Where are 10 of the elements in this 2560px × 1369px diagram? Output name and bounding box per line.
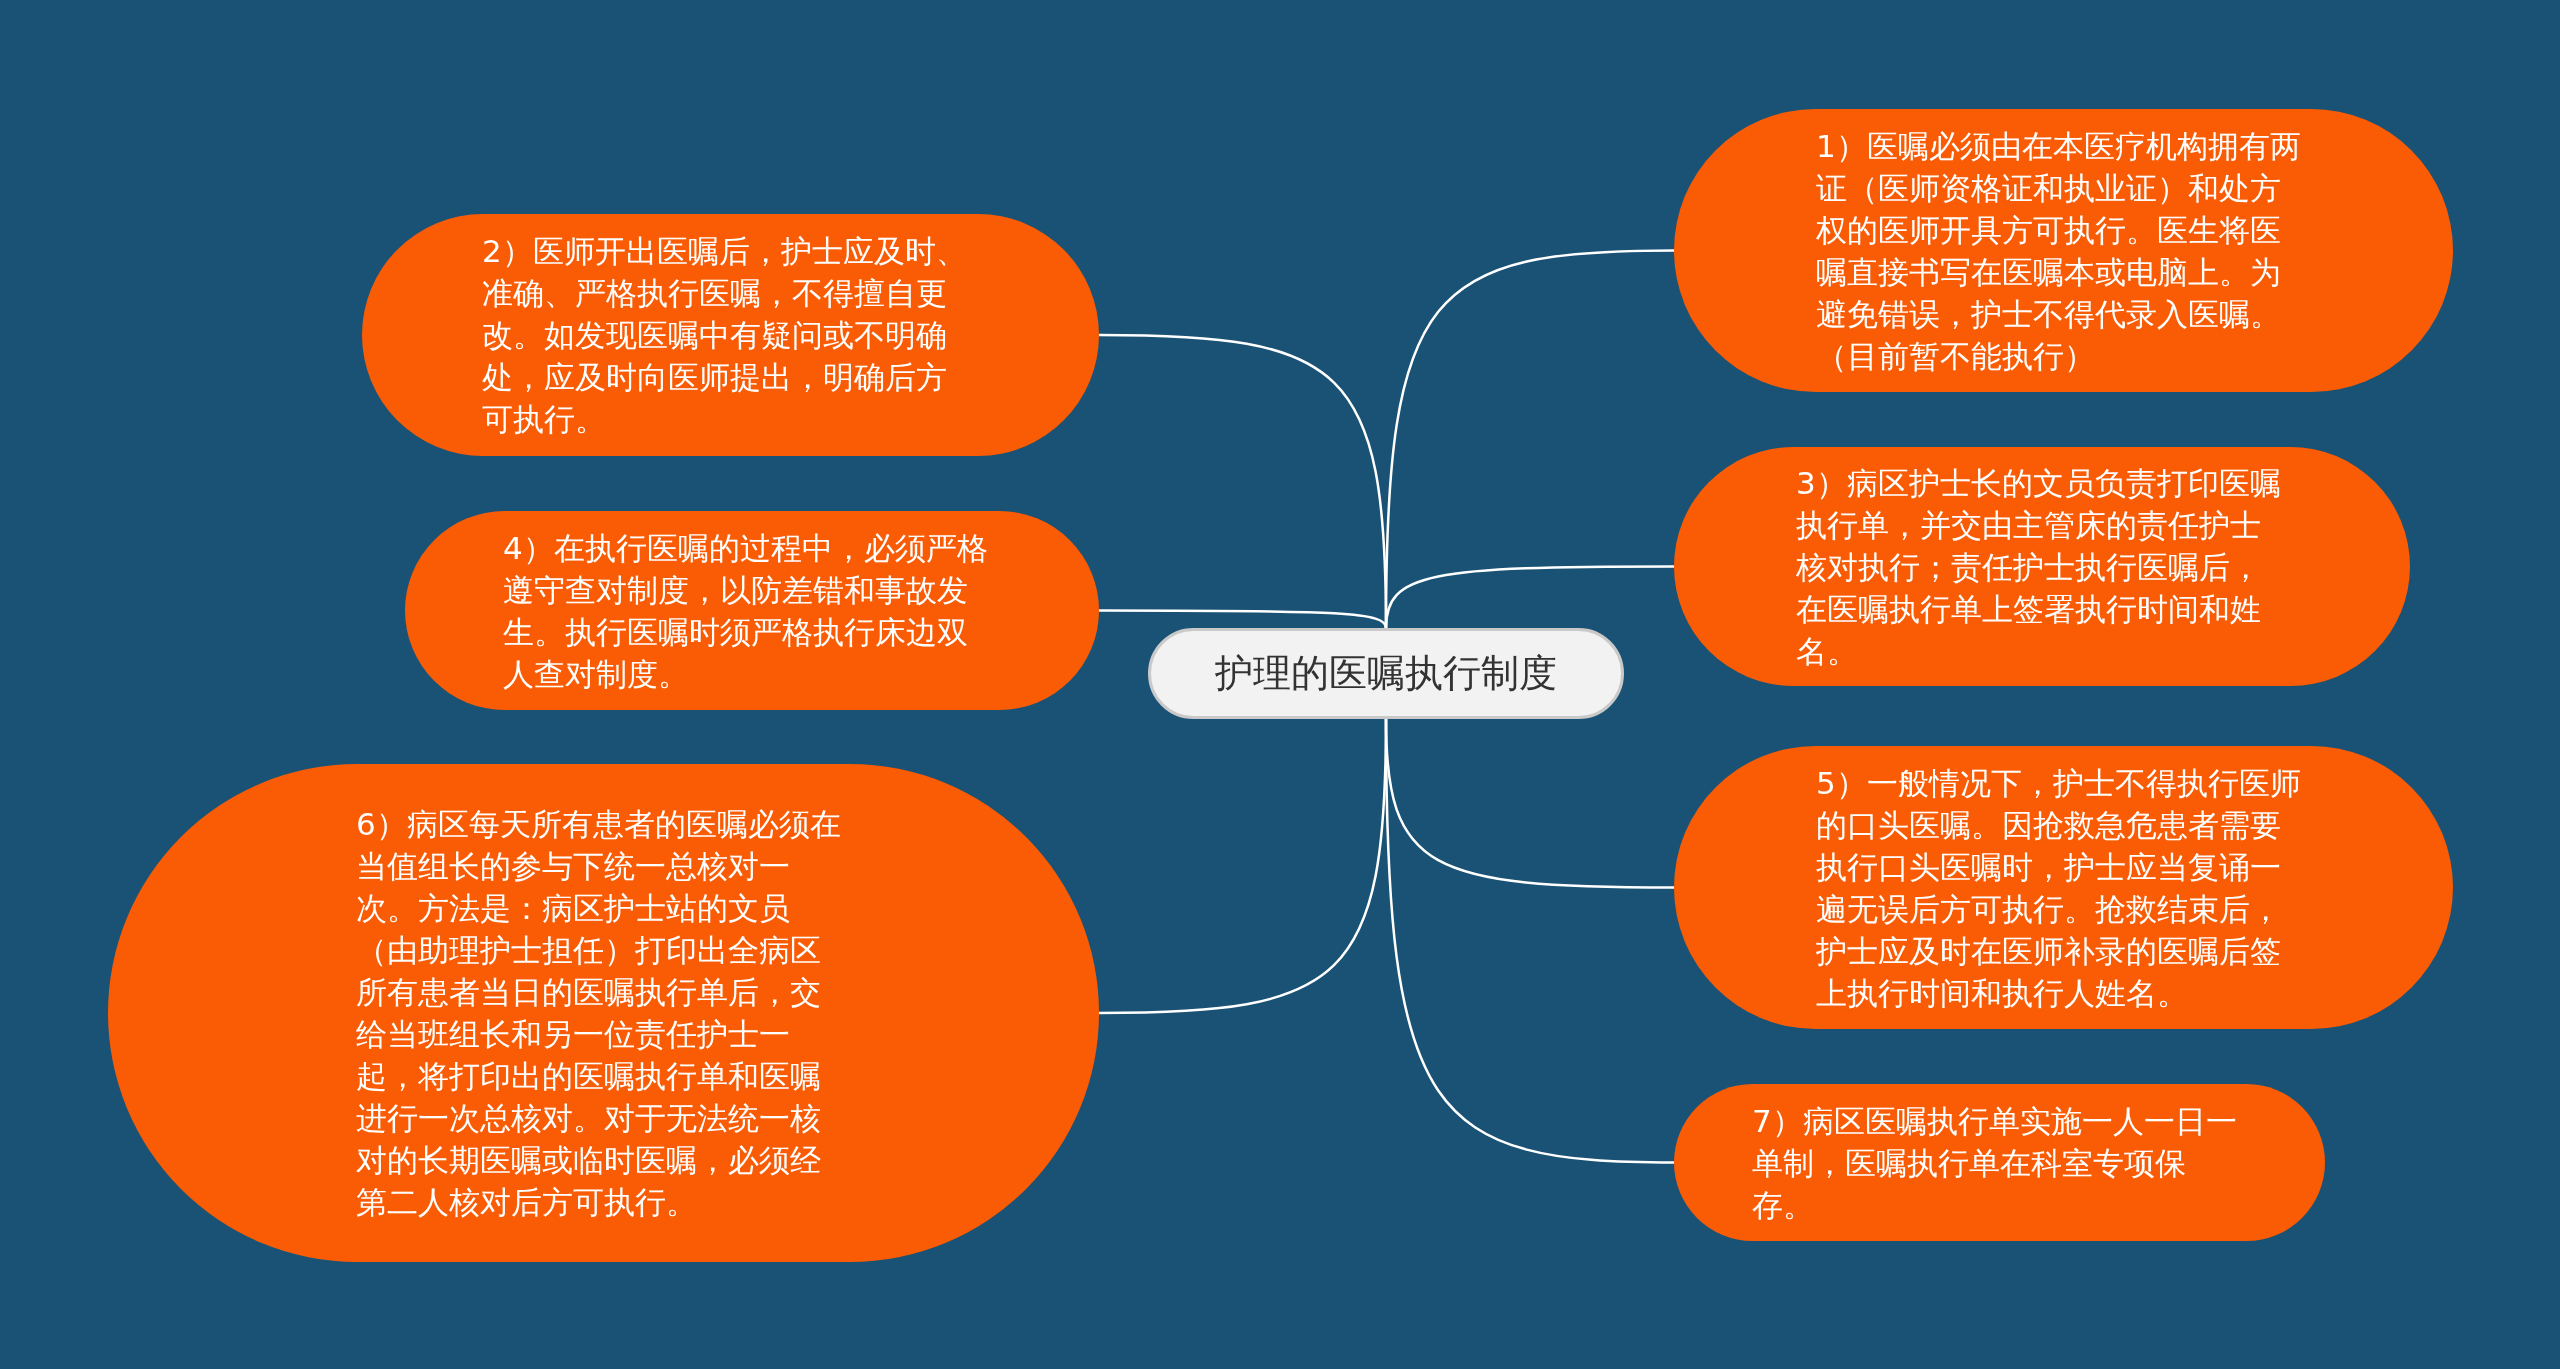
connector-line — [1099, 609, 1388, 629]
connector-line — [1384, 719, 1675, 1164]
central-topic-text: 护理的医嘱执行制度 — [1215, 650, 1557, 697]
topic-text: 3）病区护士长的文员负责打印医嘱执行单，并交由主管床的责任护士核对执行；责任护士执行医嘱后，在医嘱执行单上签署执行时间和姓名。 — [1796, 463, 2282, 671]
topic-text: 5）一般情况下，护士不得执行医师的口头医嘱。因抢救急危患者需要执行口头医嘱时，护士应当复诵一遍无误后方可执行。抢救结束后，护士应及时在医师补录的医嘱后签上执行时间和执行人姓名。 — [1816, 763, 2302, 1013]
topic-text: 4）在执行医嘱的过程中，必须严格遵守查对制度，以防差错和事故发生。执行医嘱时须严格执行床边双人查对制度。 — [503, 528, 989, 694]
topic-text: 2）医师开出医嘱后，护士应及时、准确、严格执行医嘱，不得擅自更改。如发现医嘱中有疑问或不明确处，应及时向医师提出，明确后方可执行。 — [482, 232, 968, 439]
topic-text: 7）病区医嘱执行单实施一人一日一单制，医嘱执行单在科室专项保存。 — [1752, 1101, 2238, 1225]
topic-text: 1）医嘱必须由在本医疗机构拥有两证（医师资格证和执业证）和处方权的医师开具方可执行。医生将医嘱直接书写在医嘱本或电脑上。为避免错误，护士不得代录入医嘱。（目前暂不能执行） — [1816, 126, 2302, 376]
topic-text: 6）病区每天所有患者的医嘱必须在当值组长的参与下统一总核对一次。方法是：病区护士站的文员（由助理护士担任）打印出全病区所有患者当日的医嘱执行单后，交给当班组长和另一位责任护士一起，将打印出的医嘱执行单和医嘱进行一次总核对。对于无法统一核对的长期医嘱或临时医嘱，必须经第二人核对后方可执行。 — [356, 805, 842, 1222]
